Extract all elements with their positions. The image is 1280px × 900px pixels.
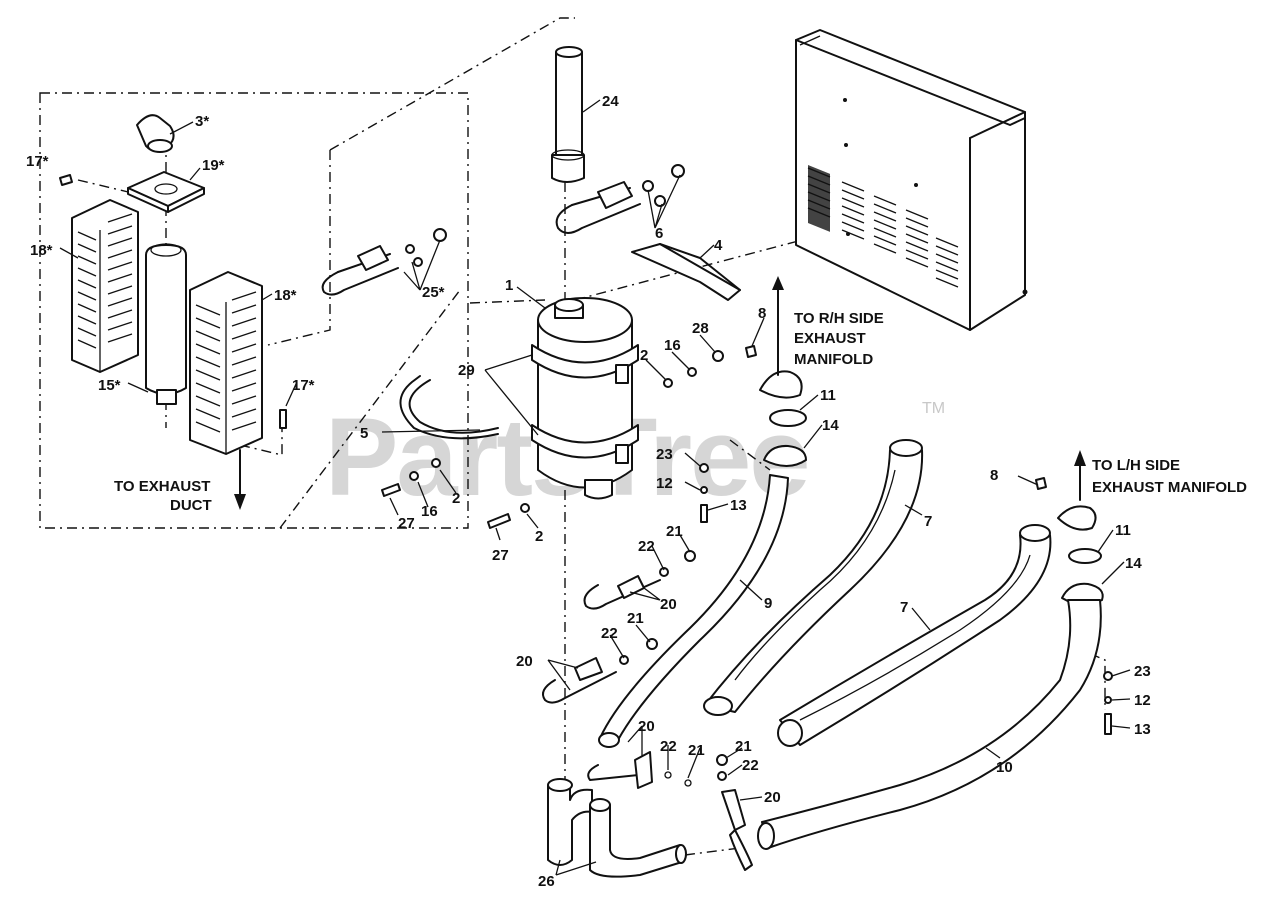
leader-dashed — [729, 439, 771, 471]
callout-25: 25* — [422, 284, 445, 301]
callout-19: 19* — [202, 157, 225, 174]
callout-2: 2 — [535, 528, 543, 545]
callout-10: 10 — [996, 759, 1013, 776]
callout-4: 4 — [714, 237, 723, 254]
callout-22: 22 — [660, 738, 677, 755]
enclosure-louvers — [807, 167, 959, 288]
callout-9: 9 — [764, 595, 772, 612]
callout-21: 21 — [688, 742, 705, 759]
callout-2: 2 — [640, 347, 648, 364]
note-duct-line2: DUCT — [170, 497, 212, 514]
callout-5: 5 — [360, 425, 368, 442]
callout-labels: 3* 17* 19* 18* 18* 15* 17* 25* 24 6 4 1 … — [26, 93, 1151, 890]
callout-26: 26 — [538, 873, 555, 890]
callout-22: 22 — [601, 625, 618, 642]
inset-parts — [71, 114, 447, 455]
callout-20: 20 — [638, 718, 655, 735]
callout-24: 24 — [602, 93, 619, 110]
callout-20: 20 — [516, 653, 533, 670]
leader-dashed — [1069, 644, 1106, 710]
callout-23: 23 — [1134, 663, 1151, 680]
leader-dashed — [279, 289, 461, 529]
optional-kit-border — [39, 92, 469, 529]
callout-14: 14 — [822, 417, 839, 434]
callout-16: 16 — [664, 337, 681, 354]
callout-17: 17* — [26, 153, 49, 170]
callout-16: 16 — [421, 503, 438, 520]
exhaust-elbows — [547, 778, 687, 878]
leader-dashed — [267, 150, 331, 346]
note-rh-line3: MANIFOLD — [794, 351, 873, 368]
callout-3: 3* — [195, 113, 209, 130]
callout-14: 14 — [1125, 555, 1142, 572]
callout-29: 29 — [458, 362, 475, 379]
callout-2: 2 — [452, 490, 460, 507]
muffler-strap — [408, 379, 499, 434]
watermark-trademark: TM — [922, 400, 945, 417]
exhaust-pipe-lower — [777, 524, 1052, 747]
muffler — [531, 297, 639, 500]
callout-22: 22 — [638, 538, 655, 555]
callout-13: 13 — [1134, 721, 1151, 738]
note-duct-line1: TO EXHAUST — [114, 478, 210, 495]
rh-manifold-flange — [745, 345, 807, 467]
leader-dashed — [329, 17, 575, 151]
callout-27: 27 — [398, 515, 415, 532]
direction-notes: TO R/H SIDE EXHAUST MANIFOLD TO L/H SIDE… — [114, 310, 1247, 514]
note-lh-line1: TO L/H SIDE — [1092, 457, 1180, 474]
callout-23: 23 — [656, 446, 673, 463]
callout-6: 6 — [655, 225, 663, 242]
callout-22: 22 — [742, 757, 759, 774]
callout-21: 21 — [666, 523, 683, 540]
leader-dashed — [684, 847, 741, 856]
callout-11: 11 — [1115, 522, 1131, 539]
callout-7: 7 — [924, 513, 932, 530]
callout-7: 7 — [900, 599, 908, 616]
callout-20: 20 — [660, 596, 677, 613]
leader-dashed — [239, 420, 283, 456]
callout-17: 17* — [292, 377, 315, 394]
callout-13: 13 — [730, 497, 747, 514]
callout-18: 18* — [30, 242, 53, 259]
callout-11: 11 — [820, 387, 836, 404]
callout-21: 21 — [735, 738, 752, 755]
callout-20: 20 — [764, 789, 781, 806]
note-rh-line2: EXHAUST — [794, 330, 866, 347]
enclosure-panel — [795, 29, 1028, 331]
callout-1: 1 — [505, 277, 513, 294]
callout-15: 15* — [98, 377, 121, 394]
leader-dashed — [469, 299, 546, 304]
callout-leaders — [59, 99, 1131, 876]
u-bolt-clamp — [555, 164, 685, 234]
callout-21: 21 — [627, 610, 644, 627]
muffler-bracket — [631, 243, 741, 301]
tail-pipe — [551, 46, 585, 183]
note-rh-line1: TO R/H SIDE — [794, 310, 884, 327]
note-lh-line2: EXHAUST MANIFOLD — [1092, 479, 1247, 496]
callout-18: 18* — [274, 287, 297, 304]
callout-28: 28 — [692, 320, 709, 337]
callout-8: 8 — [758, 305, 766, 322]
callout-8: 8 — [990, 467, 998, 484]
callout-27: 27 — [492, 547, 509, 564]
callout-12: 12 — [656, 475, 673, 492]
exhaust-pipe-upper — [703, 439, 924, 716]
callout-12: 12 — [1134, 692, 1151, 709]
